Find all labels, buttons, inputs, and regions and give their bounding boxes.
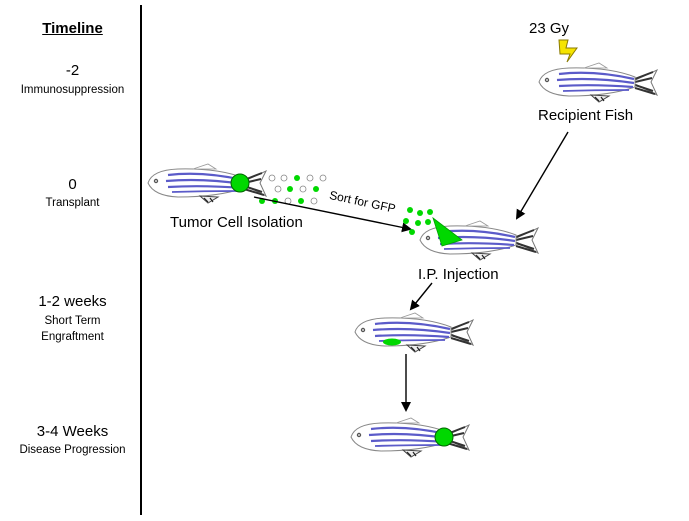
- stage-desc: Disease Progression: [19, 444, 126, 456]
- stage-desc: Immunosuppression: [20, 84, 125, 96]
- engraftment-cells-icon: [383, 338, 401, 346]
- timeline-title: Timeline: [42, 20, 103, 37]
- sort-arrow-icon: [253, 196, 412, 233]
- engraftment-fish-icon: [353, 311, 475, 354]
- lightning-bolt-icon: [558, 39, 578, 63]
- gfp-cells-icon: [403, 207, 433, 235]
- dose-label: 23 Gy: [529, 20, 570, 37]
- stage-desc: Short Term: [44, 315, 101, 327]
- ip-injection-label: I.P. Injection: [418, 266, 499, 283]
- stage-time: -2: [65, 62, 80, 79]
- recipient-arrow-icon: [515, 131, 569, 220]
- tumor-icon: [434, 427, 454, 447]
- syringe-icon: [432, 216, 463, 247]
- sorted-cells-icon: [259, 174, 327, 205]
- tumor-isolation-label: Tumor Cell Isolation: [170, 214, 303, 231]
- engraftment-arrow-icon: [409, 282, 433, 311]
- tumor-icon: [230, 173, 250, 193]
- stage-time: 0: [68, 176, 77, 193]
- stage-time: 1-2 weeks: [38, 293, 107, 310]
- stage-desc-line2: Engraftment: [41, 331, 104, 343]
- stage-desc: Transplant: [45, 197, 100, 209]
- stage-time: 3-4 Weeks: [36, 423, 109, 440]
- recipient-label: Recipient Fish: [538, 107, 634, 124]
- recipient-fish-icon: [537, 61, 659, 104]
